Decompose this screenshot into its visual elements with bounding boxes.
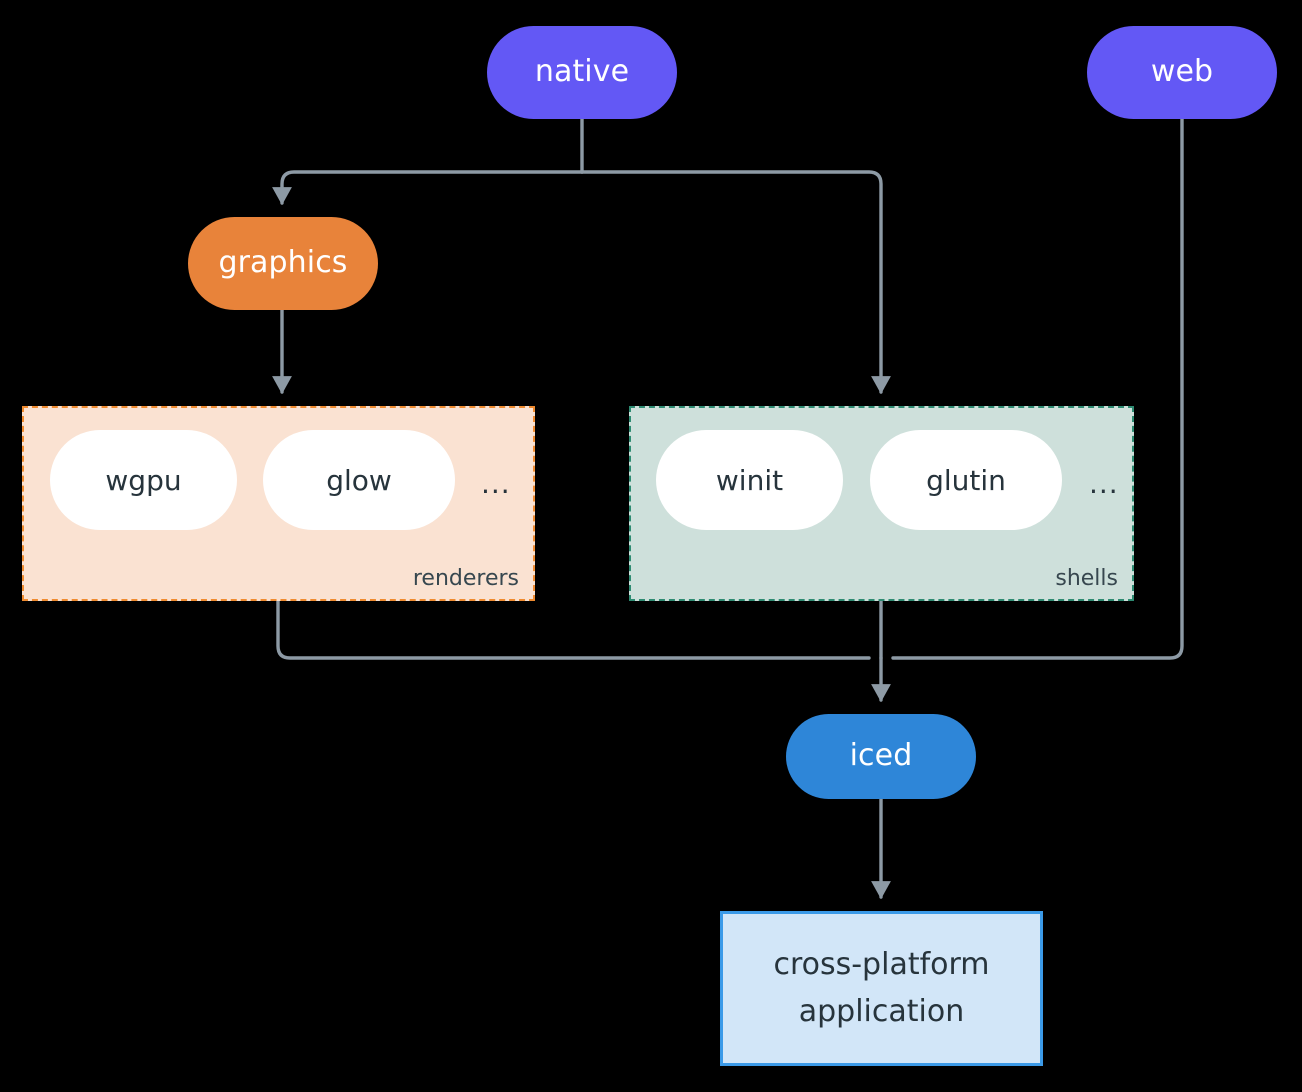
renderers-more-ellipsis: ... [481,467,511,500]
node-cross-platform-application[interactable]: cross-platform application [720,911,1043,1066]
node-winit[interactable]: winit [656,430,843,530]
application-line-1: cross-platform [773,947,990,982]
edge-renderers-to-iced [276,599,871,660]
node-native[interactable]: native [487,26,677,119]
edge-native-to-graphics [272,170,584,205]
edge-native-to-shells [580,170,891,394]
node-glow[interactable]: glow [263,430,455,530]
cluster-shells-label: shells [1055,566,1118,591]
cluster-renderers-label: renderers [412,566,519,591]
node-graphics[interactable]: graphics [188,217,378,310]
node-wgpu[interactable]: wgpu [50,430,237,530]
node-iced[interactable]: iced [786,714,976,799]
node-web[interactable]: web [1087,26,1277,119]
application-line-2: application [798,993,965,1029]
node-glutin[interactable]: glutin [870,430,1062,530]
shells-more-ellipsis: ... [1089,467,1119,500]
